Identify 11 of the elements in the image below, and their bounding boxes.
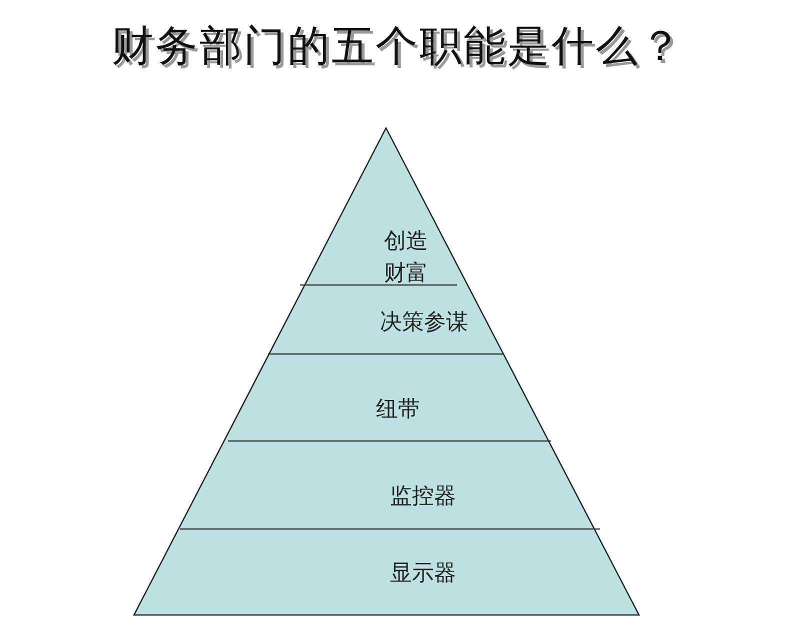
pyramid-level: [269, 285, 504, 354]
pyramid-level: [304, 128, 468, 285]
level-label: 纽带: [376, 396, 420, 424]
level-label: 显示器: [390, 560, 456, 588]
pyramid-level: [178, 441, 594, 529]
level-label: 决策参谋: [380, 309, 468, 337]
pyramid-level: [224, 354, 549, 441]
level-label: 创造财富: [384, 228, 429, 288]
level-label: 监控器: [390, 483, 456, 511]
pyramid-level: [134, 529, 639, 615]
title: 财务部门的五个职能是什么？: [110, 20, 684, 72]
